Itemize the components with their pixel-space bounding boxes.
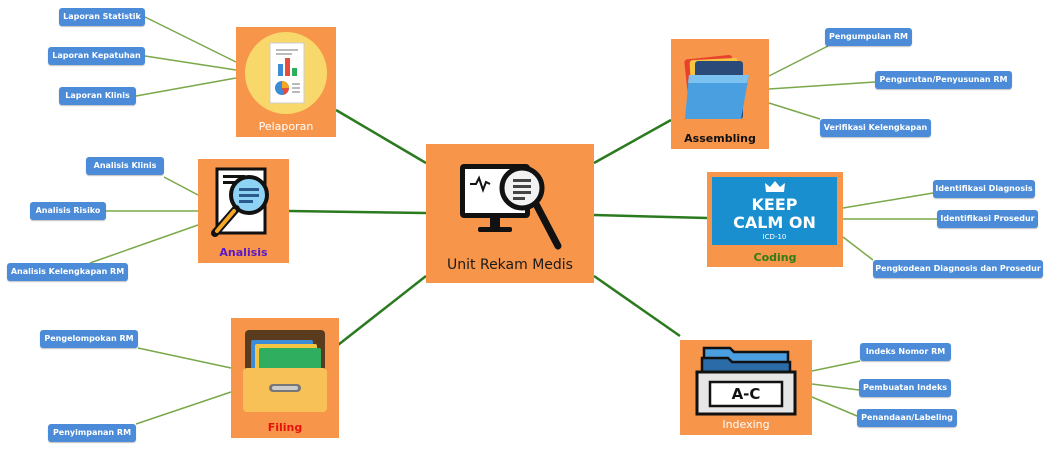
filing-node[interactable]: Filing — [231, 318, 339, 438]
coding-label: Coding — [753, 251, 797, 264]
center-node[interactable]: Unit Rekam Medis — [426, 144, 594, 283]
coding-node[interactable]: KEEP CALM ON ICD-10 Coding — [707, 172, 843, 267]
leaf-pengurutan-penyusunan-rm[interactable]: Pengurutan/Penyusunan RM — [875, 71, 1012, 89]
report-icon — [245, 32, 327, 114]
indexing-node[interactable]: A-C Indexing — [680, 340, 812, 435]
analisis-node[interactable]: Analisis — [198, 159, 289, 263]
crown-icon — [765, 181, 785, 192]
leaf-analisis-klinis[interactable]: Analisis Klinis — [86, 157, 164, 175]
filing-drawer-icon — [243, 330, 327, 412]
center-title: Unit Rekam Medis — [447, 257, 573, 273]
leaf-indeks-nomor-rm[interactable]: Indeks Nomor RM — [860, 343, 951, 361]
pelaporan-node[interactable]: Pelaporan — [236, 27, 336, 137]
assembling-label: Assembling — [684, 132, 756, 145]
leaf-pengkodean-diagnosis-prosedur[interactable]: Pengkodean Diagnosis dan Prosedur — [873, 260, 1043, 278]
leaf-identifikasi-prosedur[interactable]: Identifikasi Prosedur — [937, 210, 1038, 228]
analisis-label: Analisis — [219, 246, 268, 259]
indexing-label: Indexing — [722, 418, 770, 431]
computer-search-icon — [460, 164, 562, 250]
index-tag-text: A-C — [731, 385, 761, 403]
leaf-pengumpulan-rm[interactable]: Pengumpulan RM — [825, 28, 912, 46]
leaf-laporan-kepatuhan[interactable]: Laporan Kepatuhan — [48, 47, 145, 65]
calm-on-text: CALM ON — [733, 213, 816, 232]
leaf-analisis-kelengkapan-rm[interactable]: Analisis Kelengkapan RM — [7, 263, 128, 281]
assembling-node[interactable]: Assembling — [671, 39, 769, 149]
leaf-analisis-risiko[interactable]: Analisis Risiko — [30, 202, 106, 220]
keep-text: KEEP — [751, 195, 798, 214]
leaf-laporan-statistik[interactable]: Laporan Statistik — [59, 8, 145, 26]
keep-calm-image: KEEP CALM ON ICD-10 — [712, 177, 837, 245]
leaf-penandaan-labeling[interactable]: Penandaan/Labeling — [857, 409, 957, 427]
icd10-text: ICD-10 — [762, 233, 787, 241]
analysis-magnifier-icon — [211, 167, 269, 237]
leaf-identifikasi-diagnosis[interactable]: Identifikasi Diagnosis — [933, 180, 1035, 198]
folder-stack-icon — [684, 54, 749, 119]
pelaporan-label: Pelaporan — [258, 120, 314, 133]
leaf-laporan-klinis[interactable]: Laporan Klinis — [59, 87, 136, 105]
leaf-pembuatan-indeks[interactable]: Pembuatan Indeks — [859, 379, 951, 397]
leaf-pengelompokan-rm[interactable]: Pengelompokan RM — [40, 330, 138, 348]
filing-label: Filing — [267, 421, 303, 434]
index-drawer-icon — [695, 346, 797, 416]
leaf-penyimpanan-rm[interactable]: Penyimpanan RM — [48, 424, 136, 442]
leaf-verifikasi-kelengkapan[interactable]: Verifikasi Kelengkapan — [820, 119, 931, 137]
